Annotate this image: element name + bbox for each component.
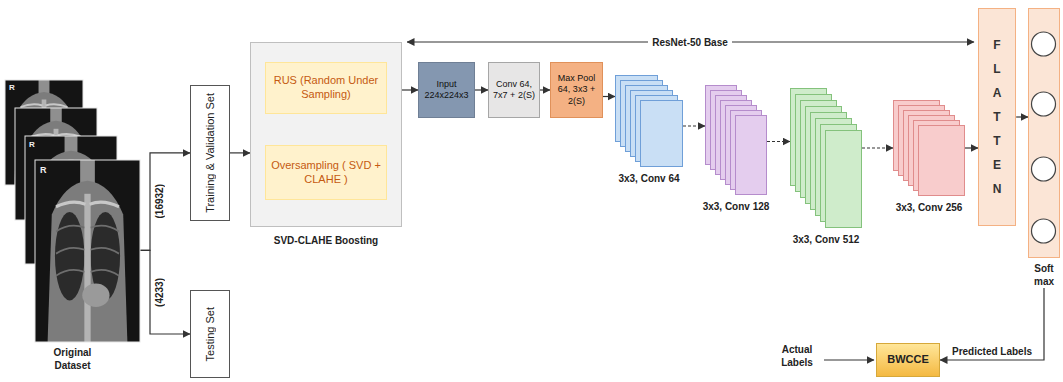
connector — [475, 89, 488, 90]
neuron-circle — [1032, 92, 1056, 116]
node-shape — [893, 100, 965, 196]
node-shape — [5, 80, 140, 342]
layer-box: Conv 64, 7x7 + 2(S) — [488, 62, 540, 118]
connector — [140, 153, 190, 250]
span-label: ResNet-50 Base — [648, 37, 732, 48]
neuron-circle — [1032, 32, 1056, 56]
stack-outline — [790, 88, 862, 228]
layer-box: Input 224x224x3 — [418, 62, 475, 118]
feature-stack: 3x3, Conv 256 — [893, 100, 965, 213]
dataset-node: Original Dataset — [5, 80, 140, 372]
image-marker: R — [40, 165, 47, 175]
feature-map — [736, 116, 767, 195]
image-marker: R — [29, 140, 35, 149]
node-label: BWCCE — [887, 353, 929, 367]
node-heading: 3x3, Conv 512 — [760, 234, 892, 245]
xray-stack — [5, 80, 140, 342]
node-heading: SVD-CLAHE Boosting — [250, 235, 402, 246]
connector — [940, 288, 1044, 360]
node-label: FLATTEN — [991, 33, 1003, 201]
edge-label: (4233) — [154, 278, 165, 307]
edge-label: (16932) — [154, 184, 165, 218]
node-label: Oversampling ( SVD + CLAHE ) — [269, 159, 383, 187]
node-shape — [790, 88, 862, 228]
image-marker: R — [9, 83, 15, 92]
edge-label: Predicted Labels — [952, 346, 1032, 357]
dashed-connector — [767, 141, 790, 142]
split-box: Training & Validation Set — [190, 85, 230, 221]
connector — [1016, 116, 1028, 117]
leader-arrow — [824, 359, 874, 360]
split-box: Testing Set — [190, 290, 230, 378]
connector — [230, 152, 250, 153]
process-box: RUS (Random Under Sampling) — [265, 62, 387, 114]
neuron-circle — [1032, 219, 1056, 243]
connector — [965, 147, 978, 148]
node-label: RUS (Random Under Sampling) — [269, 74, 383, 102]
node-heading: 3x3, Conv 128 — [675, 201, 797, 212]
process-box: Oversampling ( SVD + CLAHE ) — [265, 145, 387, 200]
softmax-layer: Soft max — [1028, 8, 1060, 288]
stack-outline — [615, 75, 683, 167]
loss-box: BWCCE — [876, 343, 940, 377]
feature-map — [919, 126, 965, 196]
dashed-connector — [683, 125, 705, 126]
neuron-circle — [1032, 157, 1056, 181]
stack-outline — [893, 100, 965, 196]
node-label: Training & Validation Set — [204, 89, 216, 217]
feature-stack: 3x3, Conv 128 — [705, 85, 767, 212]
node-heading: 3x3, Conv 64 — [585, 173, 713, 184]
node-label: Input 224x224x3 — [422, 79, 471, 102]
node-label: Conv 64, 7x7 + 2(S) — [492, 79, 536, 102]
node-heading: Original Dataset — [43, 346, 103, 372]
dashed-connector — [862, 147, 893, 148]
node-shape — [615, 75, 683, 167]
input-label: Actual Labels — [774, 343, 820, 369]
feature-stack: 3x3, Conv 512 — [790, 88, 862, 245]
flatten-box: FLATTEN — [978, 8, 1016, 226]
connector — [402, 89, 418, 90]
feature-stack: 3x3, Conv 64 — [615, 75, 683, 184]
node-shape — [705, 85, 767, 195]
node-heading: Soft max — [1028, 262, 1060, 288]
stack-outline — [705, 85, 767, 195]
feature-map — [641, 101, 683, 167]
boosting-panel: SVD-CLAHE Boosting RUS (Random Under Samp… — [250, 42, 402, 246]
neuron-column — [1029, 9, 1058, 256]
node-label: Testing Set — [204, 303, 216, 365]
node-heading: 3x3, Conv 256 — [863, 202, 995, 213]
connector — [603, 96, 615, 97]
connector — [140, 250, 190, 334]
layer-box: Max Pool 64, 3x3 + 2(S) — [550, 62, 603, 118]
node-label: Max Pool 64, 3x3 + 2(S) — [554, 73, 599, 107]
feature-map — [826, 131, 862, 228]
node-shape — [1028, 8, 1060, 258]
connector — [540, 89, 550, 90]
